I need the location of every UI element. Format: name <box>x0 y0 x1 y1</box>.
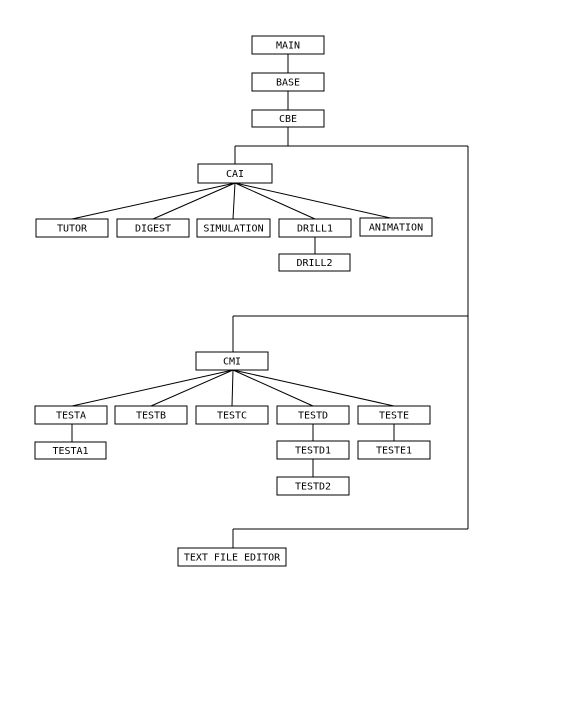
node-teste-label: TESTE <box>379 411 409 422</box>
node-testa: TESTA <box>34 405 108 425</box>
edge-cai-animation <box>234 182 396 220</box>
node-text-file-editor-label: TEXT FILE EDITOR <box>184 553 281 564</box>
node-drill2: DRILL2 <box>278 253 351 272</box>
edge-cmi-testb <box>150 369 234 407</box>
node-main-label: MAIN <box>276 41 300 52</box>
node-testc-label: TESTC <box>217 411 247 422</box>
node-simulation: SIMULATION <box>196 218 271 238</box>
node-tutor-label: TUTOR <box>57 224 88 235</box>
edge-cmi-teste <box>232 369 395 407</box>
node-testd1: TESTD1 <box>276 440 350 460</box>
node-main: MAIN <box>251 35 325 55</box>
node-teste1: TESTE1 <box>357 440 431 460</box>
node-testd1-label: TESTD1 <box>295 446 331 457</box>
node-text-file-editor: TEXT FILE EDITOR <box>177 547 287 567</box>
node-testd-label: TESTD <box>298 411 328 422</box>
node-cbe-label: CBE <box>279 114 297 125</box>
edge-cai-simulation <box>232 182 236 220</box>
node-tutor: TUTOR <box>35 218 109 238</box>
node-drill1-label: DRILL1 <box>297 224 333 235</box>
edge-cmi-testa <box>71 369 234 407</box>
node-animation: ANIMATION <box>359 217 433 237</box>
edge-cmi-testd <box>232 369 314 407</box>
node-digest-label: DIGEST <box>135 224 171 235</box>
node-testb-label: TESTB <box>136 411 166 422</box>
node-drill2-label: DRILL2 <box>296 258 332 269</box>
node-teste: TESTE <box>357 405 431 425</box>
node-testa1-label: TESTA1 <box>52 446 88 457</box>
node-testd2-label: TESTD2 <box>295 482 331 493</box>
node-testa-label: TESTA <box>56 411 86 422</box>
edge-cai-digest <box>152 182 236 220</box>
edge-cai-drill1 <box>234 182 316 220</box>
node-digest: DIGEST <box>116 218 190 238</box>
node-simulation-label: SIMULATION <box>203 224 263 235</box>
node-cbe: CBE <box>251 109 325 128</box>
node-teste1-label: TESTE1 <box>376 446 412 457</box>
edge-cmi-testc <box>231 369 234 407</box>
edge-cai-tutor <box>71 182 236 220</box>
node-testd: TESTD <box>276 405 350 425</box>
node-cmi-label: CMI <box>223 357 241 368</box>
node-cai: CAI <box>197 163 273 184</box>
node-testa1: TESTA1 <box>34 441 107 460</box>
node-base-label: BASE <box>276 78 300 89</box>
node-cai-label: CAI <box>226 169 244 180</box>
node-testb: TESTB <box>114 405 188 425</box>
connector-lines <box>71 54 469 548</box>
node-animation-label: ANIMATION <box>369 223 423 234</box>
node-testc: TESTC <box>195 405 269 425</box>
node-testd2: TESTD2 <box>276 476 350 496</box>
node-drill1: DRILL1 <box>278 218 352 238</box>
node-cmi: CMI <box>195 351 269 371</box>
node-base: BASE <box>251 72 325 92</box>
